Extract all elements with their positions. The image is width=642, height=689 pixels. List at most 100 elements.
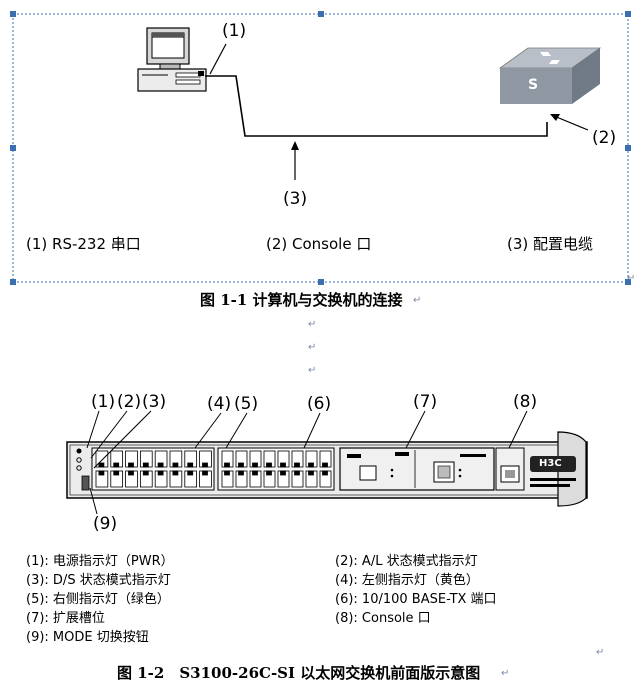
port-latch — [252, 470, 258, 476]
ethernet-port — [169, 470, 183, 488]
port-latch — [280, 462, 286, 468]
legend-rs232: (1) RS-232 串口 — [26, 235, 141, 253]
legend-item: (4): 左侧指示灯（黄色） — [335, 573, 479, 588]
callout-9: (9) — [93, 514, 118, 534]
ethernet-port — [95, 470, 109, 488]
port-latch — [128, 462, 134, 468]
callout-1: (1) — [91, 392, 116, 412]
ethernet-port — [277, 470, 290, 488]
port-latch — [238, 470, 244, 476]
ethernet-port — [235, 470, 248, 488]
paragraph-mark: ↵ — [501, 668, 510, 679]
callout-5: (5) — [234, 394, 259, 414]
port-latch — [202, 470, 208, 476]
callout-4: (4) — [207, 394, 232, 414]
paragraph-mark: ↵ — [627, 273, 636, 284]
ethernet-port — [125, 450, 138, 468]
ethernet-port — [319, 470, 332, 488]
ethernet-port — [154, 450, 168, 468]
port-latch — [294, 470, 300, 476]
legend-item: (5): 右侧指示灯（绿色） — [26, 592, 170, 607]
port-latch — [172, 462, 179, 468]
ethernet-port — [139, 450, 153, 468]
ethernet-port — [277, 450, 290, 468]
port-latch — [172, 470, 179, 476]
figure1-diagram — [10, 11, 631, 285]
paragraph-mark: ↵ — [308, 365, 317, 376]
legend-item: (3): D/S 状态模式指示灯 — [26, 573, 171, 588]
ethernet-port — [154, 470, 168, 488]
callout-2: (2) — [117, 392, 142, 412]
paragraph-mark: ↵ — [308, 319, 317, 330]
port-latch — [238, 462, 244, 468]
ethernet-port — [199, 470, 212, 488]
ethernet-port — [263, 450, 276, 468]
legend-cable: (3) 配置电缆 — [507, 235, 594, 253]
ethernet-port — [305, 450, 318, 468]
port-latch — [187, 470, 194, 476]
callout-2-leader — [553, 115, 589, 131]
ethernet-port — [125, 470, 138, 488]
callout-3-arrow — [291, 141, 299, 150]
selection-handles — [10, 11, 631, 285]
port-latch — [308, 462, 314, 468]
port-latch — [157, 470, 164, 476]
switch-chassis — [66, 441, 588, 499]
callout-8: (8) — [513, 392, 538, 412]
port-latch — [113, 462, 120, 468]
ethernet-port — [199, 450, 212, 468]
legend-item: (2): A/L 状态模式指示灯 — [335, 554, 478, 569]
port-latch — [224, 470, 230, 476]
config-cable — [205, 75, 548, 137]
switch-logo: S — [528, 77, 539, 93]
legend-console: (2) Console 口 — [266, 235, 372, 253]
port-latch — [187, 462, 194, 468]
port-latch — [202, 462, 208, 468]
paragraph-mark: ↵ — [596, 647, 605, 658]
port-latch — [266, 470, 272, 476]
callout-2-arrow — [550, 114, 560, 121]
port-latch — [98, 470, 105, 476]
ethernet-port — [95, 450, 109, 468]
legend-item: (6): 10/100 BASE-TX 端口 — [335, 592, 497, 607]
callout-6: (6) — [307, 394, 332, 414]
callout-3: (3) — [142, 392, 167, 412]
ethernet-port — [291, 450, 304, 468]
ethernet-port — [263, 470, 276, 488]
figure2-caption: 图 1-2 S3100-26C-SI 以太网交换机前面版示意图 — [117, 664, 481, 682]
port-latch — [294, 462, 300, 468]
ethernet-ports-right — [217, 447, 335, 491]
port-latch — [128, 470, 134, 476]
callout-2: (2) — [592, 128, 617, 148]
switch-icon — [498, 47, 602, 104]
port-latch — [142, 470, 149, 476]
ethernet-port — [249, 470, 262, 488]
ethernet-port — [235, 450, 248, 468]
port-latch — [142, 462, 149, 468]
ethernet-port — [221, 470, 234, 488]
port-latch — [308, 470, 314, 476]
callout-1-leader — [209, 43, 227, 75]
console-port-panel — [495, 447, 525, 491]
port-latch — [280, 470, 286, 476]
computer-icon — [137, 27, 207, 92]
ethernet-port — [184, 470, 198, 488]
port-latch — [157, 462, 164, 468]
ethernet-port — [110, 470, 124, 488]
callout-3: (3) — [283, 189, 308, 209]
ethernet-port — [110, 450, 124, 468]
ethernet-port — [249, 450, 262, 468]
ethernet-port — [305, 470, 318, 488]
ethernet-port — [221, 450, 234, 468]
port-latch — [266, 462, 272, 468]
ethernet-port — [319, 450, 332, 468]
callout-1: (1) — [222, 21, 247, 41]
paragraph-mark: ↵ — [413, 295, 422, 306]
port-latch — [252, 462, 258, 468]
ethernet-port — [184, 450, 198, 468]
ethernet-ports-left — [91, 447, 215, 491]
port-latch — [322, 462, 328, 468]
figure1-caption: 图 1-1 计算机与交换机的连接 — [200, 291, 403, 309]
callout-7: (7) — [413, 392, 438, 412]
mode-button — [81, 475, 90, 491]
